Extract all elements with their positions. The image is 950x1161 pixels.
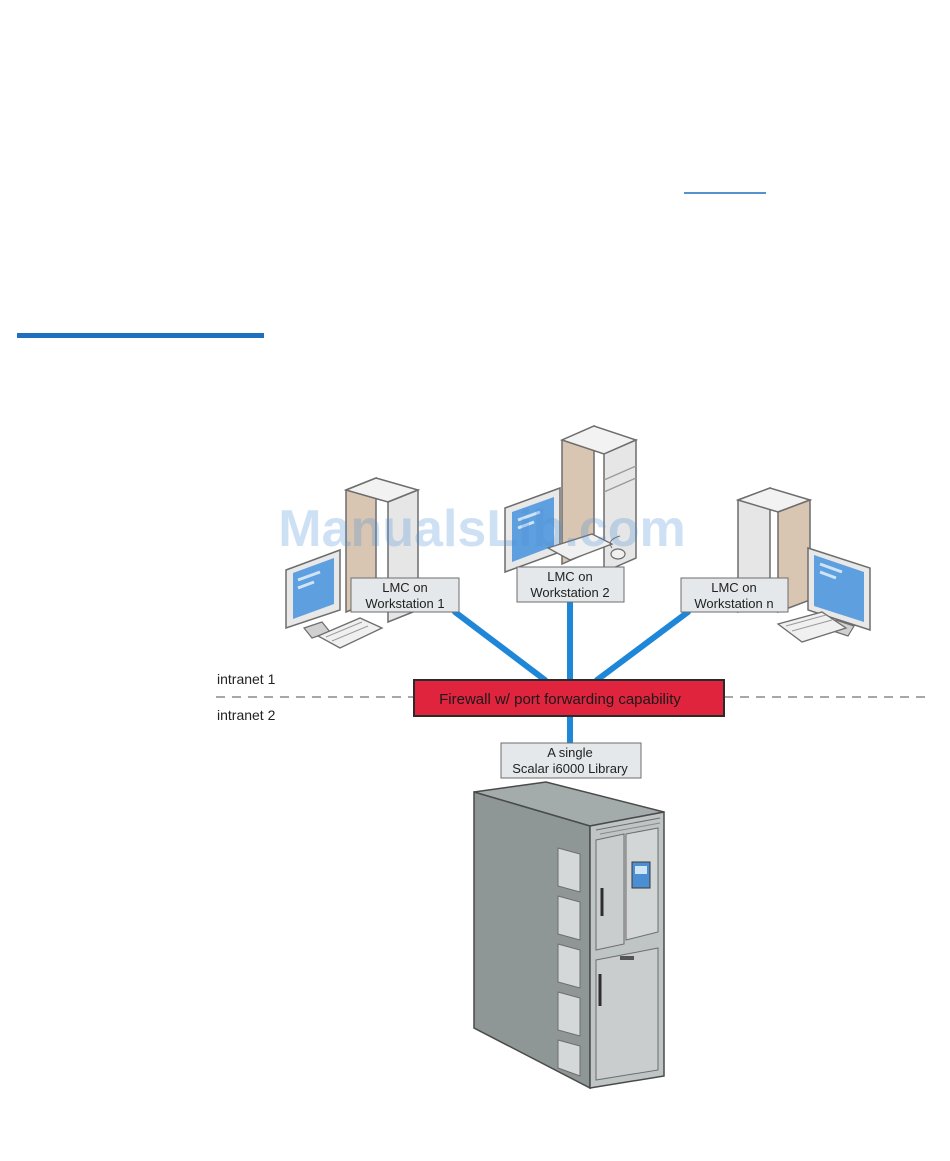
zone-label-intranet-2: intranet 2 [217, 707, 276, 723]
workstation-1-label-line2: Workstation 1 [365, 596, 444, 611]
link-workstation-1 [455, 612, 545, 680]
tape-library-cabinet [474, 782, 664, 1088]
watermark: ManualsLib.com [278, 500, 685, 558]
workstation-n: LMC on Workstation n [681, 488, 870, 642]
zone-label-intranet-1: intranet 1 [217, 671, 276, 687]
library-label-line1: A single [547, 745, 593, 760]
link-workstation-n [597, 612, 688, 680]
touchscreen-display [632, 862, 650, 888]
workstation-2-label-line2: Workstation 2 [530, 585, 609, 600]
firewall-label: Firewall w/ port forwarding capability [439, 691, 681, 708]
workstation-n-label-line2: Workstation n [694, 596, 773, 611]
section-rule [17, 333, 264, 338]
library-label-line2: Scalar i6000 Library [512, 761, 628, 776]
network-links [455, 602, 688, 745]
workstation-1-label-line1: LMC on [382, 580, 428, 595]
workstation-n-label-line1: LMC on [711, 580, 757, 595]
workstation-2-label-line1: LMC on [547, 569, 593, 584]
